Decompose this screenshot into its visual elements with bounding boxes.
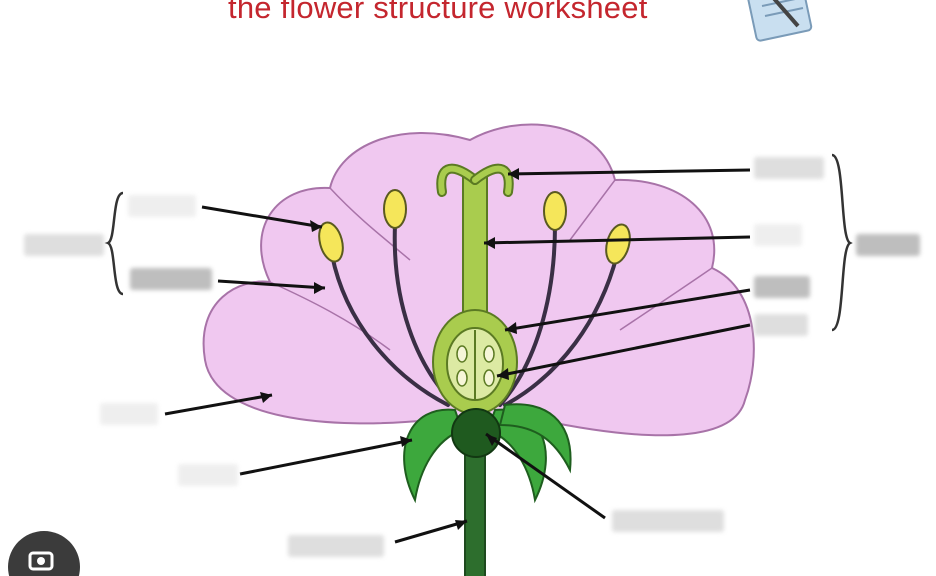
stalk-shape xyxy=(464,439,486,576)
style-shape xyxy=(462,174,488,326)
sepal-shape xyxy=(403,408,464,504)
label-carpel-blank xyxy=(856,234,920,256)
anther-shape xyxy=(318,221,344,263)
camera-lens-icon xyxy=(28,551,54,571)
pistil xyxy=(432,163,518,415)
label-ovary-blank xyxy=(754,276,810,298)
label-filament-blank xyxy=(130,268,212,290)
stamens xyxy=(330,223,619,407)
receptacle-shape xyxy=(451,408,501,458)
label-stamen-blank xyxy=(24,234,104,256)
filament-line xyxy=(503,253,619,407)
label-stalk-blank xyxy=(288,535,384,557)
label-petal-blank xyxy=(100,403,158,425)
right-bracket xyxy=(831,153,853,332)
notepad-pencil-icon xyxy=(747,0,813,42)
stigma-shape xyxy=(438,165,478,195)
leader-arrowheads xyxy=(260,168,519,530)
label-sepal-blank xyxy=(178,464,238,486)
anther-shape xyxy=(543,191,567,231)
label-stigma-blank xyxy=(754,157,824,179)
label-anther-blank xyxy=(128,195,196,217)
lens-button[interactable] xyxy=(8,531,80,576)
filament-line xyxy=(498,223,557,407)
left-bracket xyxy=(104,191,124,296)
anther-shape xyxy=(383,189,407,229)
sepals xyxy=(403,403,572,504)
label-receptacle-blank xyxy=(612,510,724,532)
ovules xyxy=(456,345,495,387)
leader-lines xyxy=(164,168,751,544)
worksheet-title: the flower structure worksheet xyxy=(228,0,648,25)
filament-line xyxy=(330,253,450,407)
label-style-blank xyxy=(754,224,802,246)
label-ovule-blank xyxy=(754,314,808,336)
sepal-shape xyxy=(498,403,572,474)
